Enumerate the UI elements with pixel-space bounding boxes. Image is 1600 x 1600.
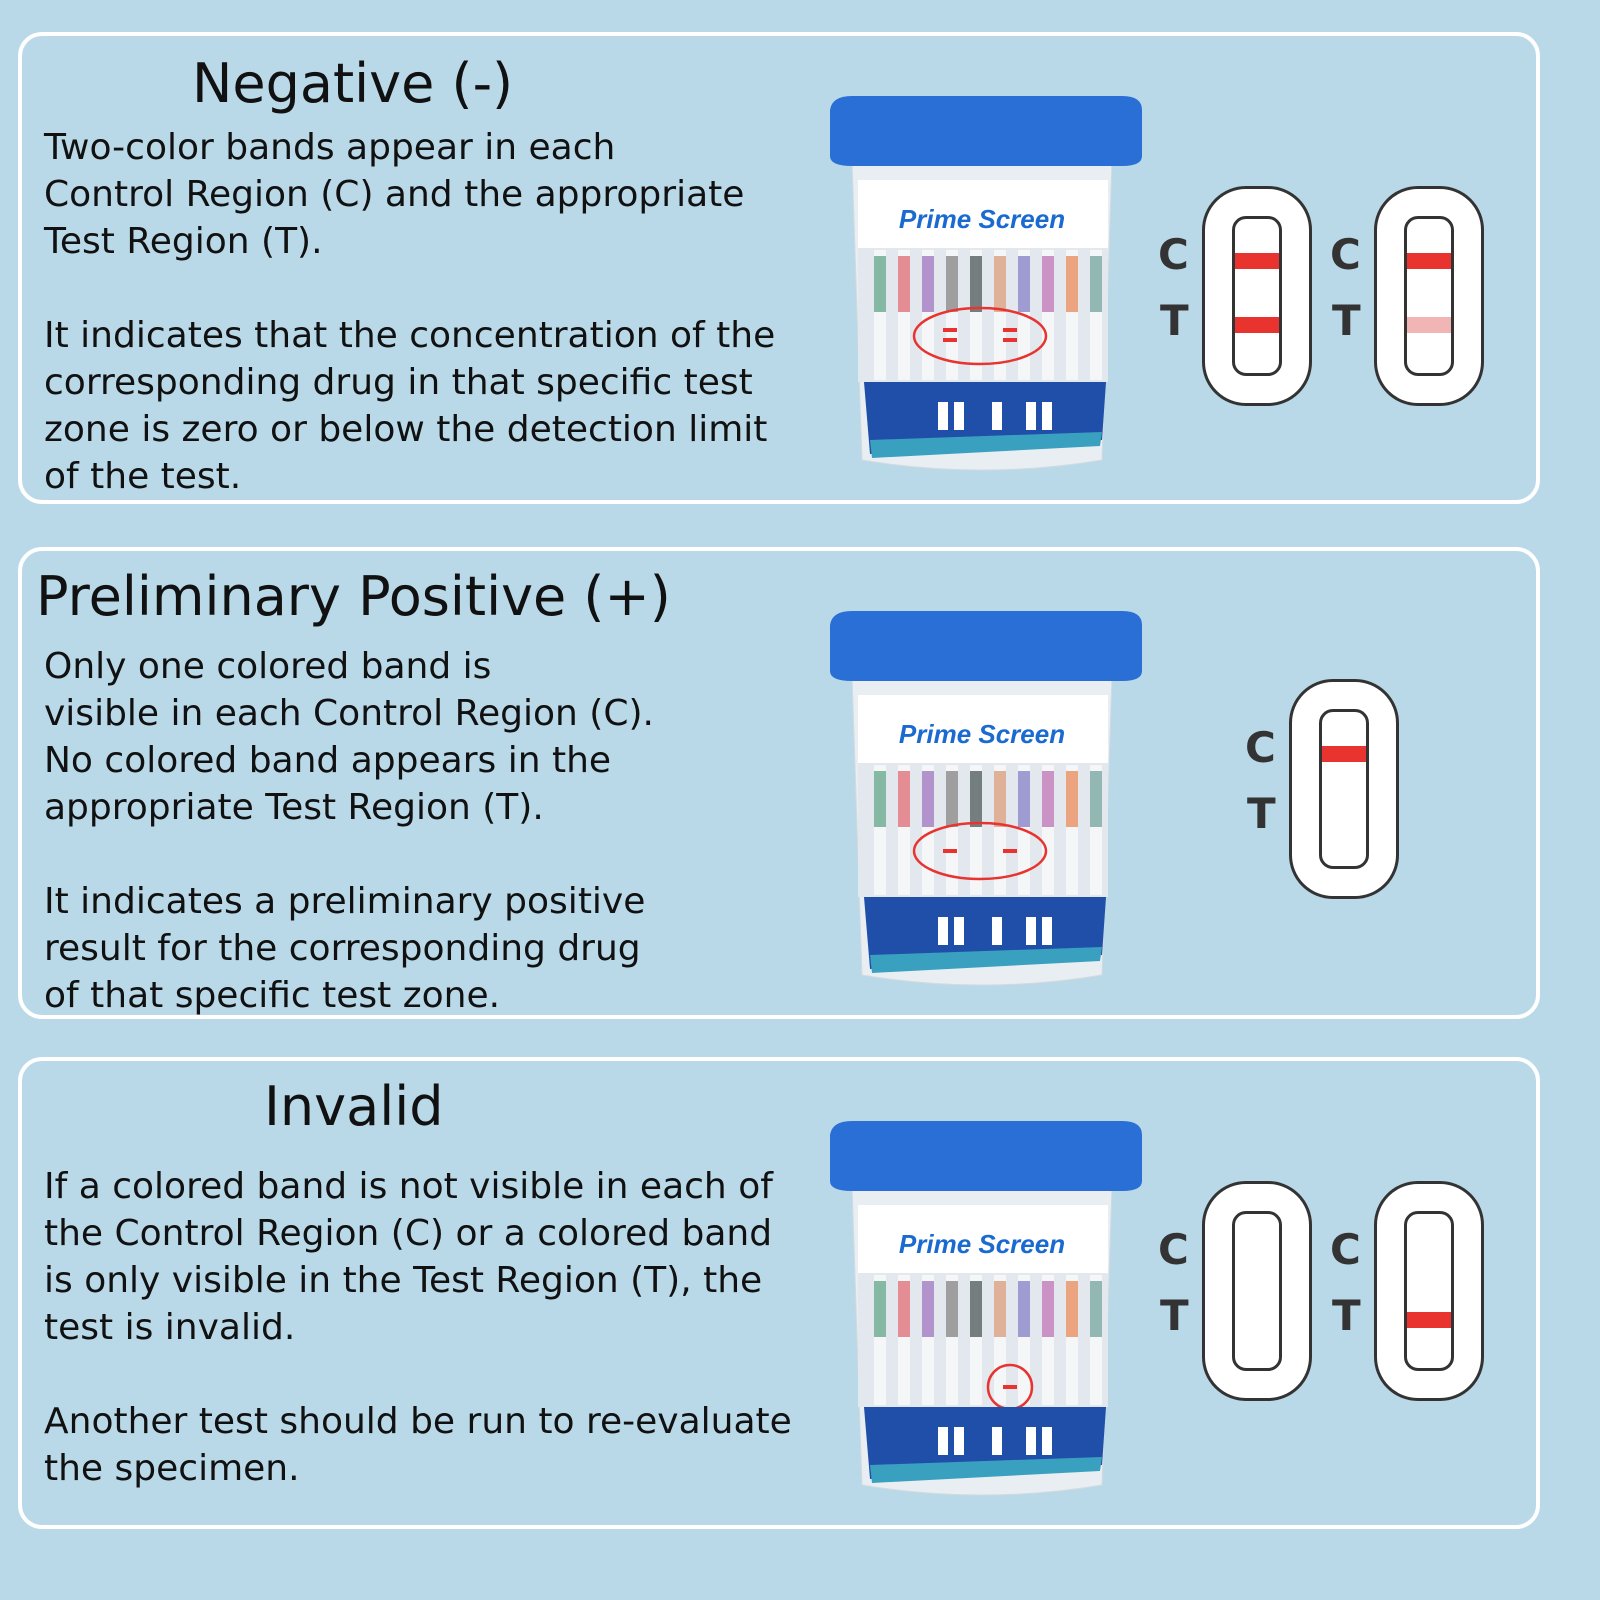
strip-label <box>970 256 982 312</box>
strip-label <box>922 256 934 312</box>
control-label: C <box>1158 230 1189 279</box>
strip-label <box>1090 256 1102 312</box>
strip-label <box>922 771 934 827</box>
test-cassette-diagram <box>1202 1181 1312 1401</box>
strip-label <box>970 1281 982 1337</box>
control-label: C <box>1158 1225 1189 1274</box>
cup-cap <box>830 96 1142 166</box>
cup-band <box>943 849 957 853</box>
strip-label <box>994 771 1006 827</box>
cup-cap <box>830 611 1142 681</box>
panel-invalid: Invalid If a colored band is not visible… <box>18 1057 1540 1529</box>
strip-label <box>1066 256 1078 312</box>
drug-test-cup-image: Prime Screen <box>830 96 1142 471</box>
strip-label <box>922 1281 934 1337</box>
test-cassette-diagram <box>1374 1181 1484 1401</box>
result-window <box>1232 216 1282 376</box>
test-cassette-diagram <box>1202 186 1312 406</box>
control-label: C <box>1330 1225 1361 1274</box>
test-label: T <box>1160 1291 1189 1340</box>
cup-band <box>943 328 957 332</box>
drug-test-cup-image: Prime Screen <box>830 611 1142 986</box>
strip-label <box>1066 771 1078 827</box>
test-label: T <box>1332 1291 1361 1340</box>
brand-logo: Prime Screen <box>899 1229 1065 1259</box>
strip-label <box>874 771 886 827</box>
result-window <box>1404 216 1454 376</box>
cup-band <box>1003 338 1017 342</box>
panel-title: Invalid <box>264 1075 444 1138</box>
strip-label <box>1018 1281 1030 1337</box>
strip-label <box>970 771 982 827</box>
control-band <box>1235 253 1279 269</box>
panel-title: Preliminary Positive (+) <box>36 565 671 628</box>
result-highlight-ellipse <box>912 306 1048 366</box>
test-cassette-diagram <box>1374 186 1484 406</box>
cup-band <box>1003 328 1017 332</box>
control-band <box>1407 253 1451 269</box>
test-band <box>1235 317 1279 333</box>
strip-label <box>1066 1281 1078 1337</box>
test-label: T <box>1160 296 1189 345</box>
control-label: C <box>1330 230 1361 279</box>
strip-label <box>1042 1281 1054 1337</box>
strip-label <box>946 1281 958 1337</box>
test-band <box>1407 1312 1451 1328</box>
strip-label <box>1090 771 1102 827</box>
result-highlight-ellipse <box>912 821 1048 881</box>
strip-label <box>1042 256 1054 312</box>
strip-label <box>994 256 1006 312</box>
strip-label <box>1042 771 1054 827</box>
strip-label <box>898 771 910 827</box>
strip-label <box>1018 256 1030 312</box>
strip-label <box>946 256 958 312</box>
strip-label <box>946 771 958 827</box>
test-label: T <box>1332 296 1361 345</box>
strip-label <box>898 256 910 312</box>
panel-description: Only one colored band is visible in each… <box>44 646 654 1016</box>
strip-label <box>898 1281 910 1337</box>
brand-logo: Prime Screen <box>899 719 1065 749</box>
panel-description: Two-color bands appear in each Control R… <box>44 127 776 497</box>
cup-band <box>943 338 957 342</box>
control-band <box>1322 746 1366 762</box>
result-window <box>1232 1211 1282 1371</box>
panel-title: Negative (-) <box>192 52 514 115</box>
drug-test-cup-image: Prime Screen <box>830 1121 1142 1496</box>
panel-preliminary-positive: Preliminary Positive (+) Only one colore… <box>18 547 1540 1019</box>
test-label: T <box>1247 789 1276 838</box>
brand-logo: Prime Screen <box>899 204 1065 234</box>
panel-description: If a colored band is not visible in each… <box>44 1166 792 1489</box>
cup-band <box>1003 1385 1017 1389</box>
strip-label <box>874 1281 886 1337</box>
test-band <box>1407 317 1451 333</box>
strip-label <box>1090 1281 1102 1337</box>
strip-label <box>1018 771 1030 827</box>
result-window <box>1404 1211 1454 1371</box>
cup-cap <box>830 1121 1142 1191</box>
strip-label <box>874 256 886 312</box>
result-window <box>1319 709 1369 869</box>
test-cassette-diagram <box>1289 679 1399 899</box>
cup-band <box>1003 849 1017 853</box>
control-label: C <box>1245 723 1276 772</box>
strip-label <box>994 1281 1006 1337</box>
panel-negative: Negative (-) Two-color bands appear in e… <box>18 32 1540 504</box>
